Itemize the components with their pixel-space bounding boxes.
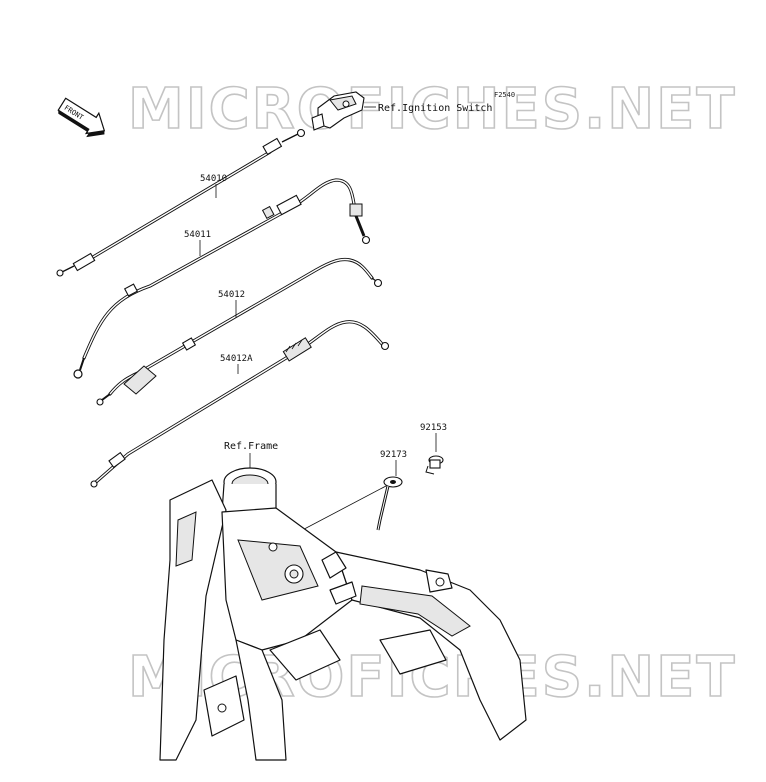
ref-frame-label: Ref.Frame: [224, 441, 278, 452]
front-arrow-icon: FRONT: [57, 97, 106, 138]
bolt-92153: [425, 455, 444, 475]
ref-ignition-switch-label: Ref.Ignition Switch: [378, 103, 492, 114]
cable-54012a: [90, 320, 390, 488]
part-54012-label: 54012: [218, 290, 245, 300]
part-54010-label: 54010: [200, 174, 227, 184]
cable-54011: [73, 178, 371, 379]
watermark-top: MICROFICHES.NET: [128, 77, 737, 142]
cable-54012: [96, 257, 383, 406]
figure-code: F2540: [494, 91, 515, 99]
part-54011-label: 54011: [184, 230, 211, 240]
frame-structure: [159, 467, 527, 761]
cable-54010: [56, 128, 306, 277]
part-92153-label: 92153: [420, 423, 447, 433]
part-92173-label: 92173: [380, 450, 407, 460]
ignition-switch-bracket: [311, 91, 365, 131]
part-54012a-label: 54012A: [220, 354, 253, 364]
cable-guide-92173: [376, 476, 403, 531]
